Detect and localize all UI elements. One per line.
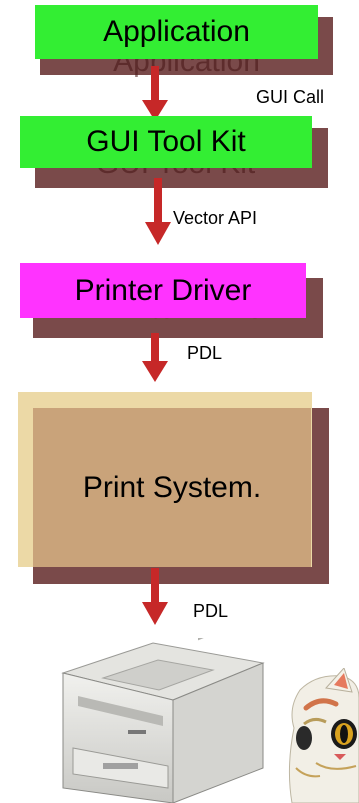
pdl-label-2: PDL: [193, 601, 229, 621]
gui-toolkit-label: GUI Tool Kit: [86, 125, 246, 158]
arrow-vector-api: [145, 178, 171, 245]
printer-driver-box: Printer Driver: [20, 263, 306, 318]
arrow-pdl-1: [142, 333, 168, 382]
arrow-gui-call: [142, 66, 168, 121]
figurine-image: [288, 668, 359, 803]
application-box: Application: [35, 5, 318, 59]
gui-call-label: GUI Call: [256, 87, 325, 107]
print-system-label: Print System.: [82, 470, 262, 504]
arrow-pdl-2: [142, 568, 168, 625]
pdl-label-1: PDL: [187, 343, 223, 363]
application-label: Application: [103, 15, 250, 48]
printer-image: [61, 638, 265, 803]
vector-api-label: Vector API: [173, 208, 258, 228]
gui-toolkit-box: GUI Tool Kit: [20, 116, 312, 168]
printer-driver-label: Printer Driver: [74, 273, 252, 307]
print-system-box: Print System.: [33, 408, 311, 567]
